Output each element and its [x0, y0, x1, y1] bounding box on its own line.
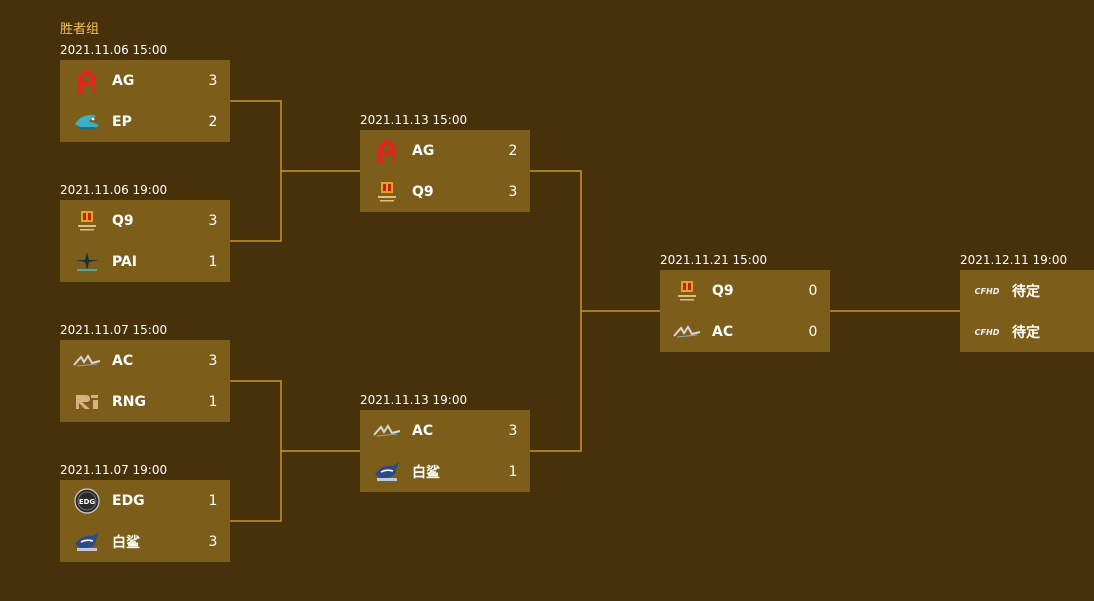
team-row[interactable]: Q9 0	[660, 270, 830, 311]
rng-logo-icon	[72, 387, 102, 417]
team-score: 3	[508, 422, 518, 439]
ac-logo-icon	[672, 317, 702, 347]
q9-logo-icon	[672, 276, 702, 306]
team-name: 待定	[1012, 283, 1040, 300]
match-teams-box: AC 3 白鲨 1	[360, 410, 530, 492]
q9-logo-icon	[72, 206, 102, 236]
match-date: 2021.11.07 15:00	[60, 323, 168, 337]
svg-text:EDG: EDG	[79, 498, 96, 506]
team-score: 2	[508, 142, 518, 159]
team-row[interactable]: 白鲨 1	[360, 451, 530, 492]
edg-logo-icon: EDG	[72, 486, 102, 516]
team-name: EDG	[112, 492, 145, 509]
ac-logo-icon	[372, 416, 402, 446]
team-row[interactable]: CFHD 待定	[960, 311, 1094, 352]
match-date: 2021.11.06 15:00	[60, 43, 168, 57]
team-name: 白鲨	[112, 534, 140, 551]
team-name: AC	[112, 352, 134, 369]
team-name: Q9	[112, 212, 134, 229]
team-score: 0	[808, 282, 818, 299]
cfhd-logo-icon: CFHD	[972, 317, 1002, 347]
team-name: RNG	[112, 393, 146, 410]
team-score: 3	[208, 533, 218, 550]
team-row[interactable]: AC 3	[60, 340, 230, 381]
team-row[interactable]: AG 3	[60, 60, 230, 101]
team-row[interactable]: 白鲨 3	[60, 521, 230, 562]
team-name: 白鲨	[412, 464, 440, 481]
cfhd-logo-icon: CFHD	[972, 276, 1002, 306]
team-name: AG	[112, 72, 135, 89]
match-teams-box: EDG EDG 1 白鲨 3	[60, 480, 230, 562]
team-name: AC	[412, 422, 434, 439]
team-row[interactable]: EDG EDG 1	[60, 480, 230, 521]
team-score: 0	[808, 323, 818, 340]
team-score: 3	[208, 352, 218, 369]
pai-logo-icon	[72, 247, 102, 277]
team-score: 2	[208, 113, 218, 130]
connector-r2-bracket	[530, 170, 582, 452]
team-row[interactable]: AC 3	[360, 410, 530, 451]
team-score: 1	[508, 463, 518, 480]
team-row[interactable]: PAI 1	[60, 241, 230, 282]
svg-text:CFHD: CFHD	[975, 287, 1000, 296]
team-row[interactable]: RNG 1	[60, 381, 230, 422]
group-title: 胜者组	[60, 22, 100, 37]
team-name: AC	[712, 323, 734, 340]
baisha-logo-icon	[372, 457, 402, 487]
team-row[interactable]: AC 0	[660, 311, 830, 352]
team-row[interactable]: Q9 3	[60, 200, 230, 241]
team-name: Q9	[712, 282, 734, 299]
match-date: 2021.11.13 19:00	[360, 393, 468, 407]
team-name: 待定	[1012, 324, 1040, 341]
match-date: 2021.12.11 19:00	[960, 253, 1068, 267]
match-teams-box: CFHD 待定 CFHD 待定	[960, 270, 1094, 352]
ag-logo-icon	[372, 136, 402, 166]
team-row[interactable]: CFHD 待定	[960, 270, 1094, 311]
team-score: 1	[208, 492, 218, 509]
team-row[interactable]: EP 2	[60, 101, 230, 142]
svg-text:CFHD: CFHD	[975, 328, 1000, 337]
match-date: 2021.11.06 19:00	[60, 183, 168, 197]
match-date: 2021.11.21 15:00	[660, 253, 768, 267]
team-score: 1	[208, 253, 218, 270]
ac-logo-icon	[72, 346, 102, 376]
team-row[interactable]: AG 2	[360, 130, 530, 171]
baisha-logo-icon	[72, 527, 102, 557]
team-score: 3	[508, 183, 518, 200]
team-score: 3	[208, 72, 218, 89]
connector-r1-bottom-bracket	[230, 380, 282, 522]
connector-r1-top-bracket	[230, 100, 282, 242]
team-name: AG	[412, 142, 435, 159]
team-score: 3	[208, 212, 218, 229]
team-name: Q9	[412, 183, 434, 200]
ag-logo-icon	[72, 66, 102, 96]
team-score: 1	[208, 393, 218, 410]
team-row[interactable]: Q9 3	[360, 171, 530, 212]
ep-logo-icon	[72, 107, 102, 137]
q9-logo-icon	[372, 177, 402, 207]
team-name: PAI	[112, 253, 138, 270]
match-date: 2021.11.13 15:00	[360, 113, 468, 127]
match-date: 2021.11.07 19:00	[60, 463, 168, 477]
team-name: EP	[112, 113, 132, 130]
